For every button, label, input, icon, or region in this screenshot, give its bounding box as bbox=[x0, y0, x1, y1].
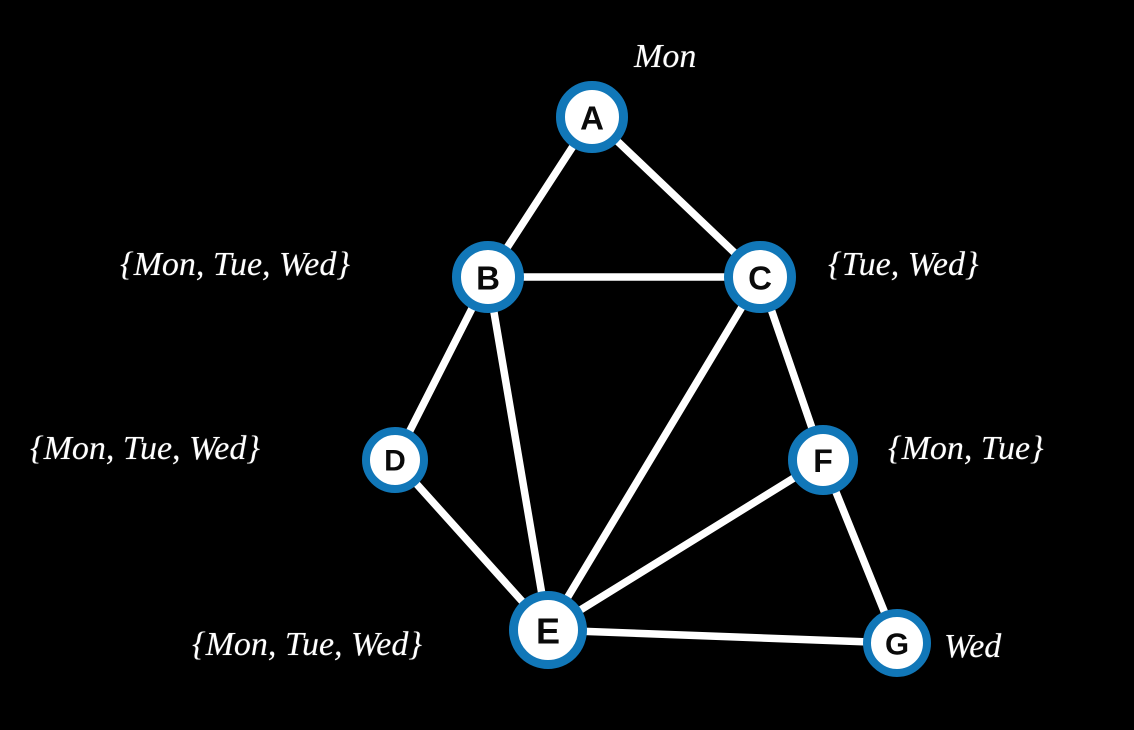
node-label-b: B bbox=[476, 260, 500, 297]
node-d[interactable]: D bbox=[362, 427, 428, 493]
node-circle-c bbox=[724, 241, 796, 313]
node-a[interactable]: A bbox=[556, 81, 628, 153]
node-circle-e bbox=[509, 591, 587, 669]
edge-e-f bbox=[544, 456, 827, 634]
node-label-f: F bbox=[813, 443, 833, 479]
domain-label-a: Mon bbox=[634, 38, 697, 75]
node-label-e: E bbox=[536, 611, 560, 652]
edge-b-e bbox=[484, 273, 552, 634]
node-circle-f bbox=[788, 425, 858, 495]
node-circle-a bbox=[556, 81, 628, 153]
node-e[interactable]: E bbox=[509, 591, 587, 669]
domain-label-f: {Mon, Tue} bbox=[888, 430, 1044, 467]
node-circle-d bbox=[362, 427, 428, 493]
node-label-a: A bbox=[580, 100, 604, 137]
node-label-c: C bbox=[748, 260, 772, 297]
node-circle-g bbox=[863, 609, 931, 677]
node-g[interactable]: G bbox=[863, 609, 931, 677]
node-b[interactable]: B bbox=[452, 241, 524, 313]
node-circle-b bbox=[452, 241, 524, 313]
node-c[interactable]: C bbox=[724, 241, 796, 313]
edge-e-g bbox=[544, 626, 901, 647]
node-label-g: G bbox=[885, 627, 909, 662]
domain-label-g: Wed bbox=[944, 628, 1002, 665]
edges-layer bbox=[391, 113, 901, 647]
edge-a-c bbox=[588, 113, 764, 281]
domain-label-c: {Tue, Wed} bbox=[828, 246, 979, 283]
nodes-layer: A B C D E F G bbox=[362, 81, 931, 677]
node-label-d: D bbox=[384, 445, 406, 478]
domain-label-d: {Mon, Tue, Wed} bbox=[30, 430, 260, 467]
edge-c-e bbox=[544, 273, 764, 634]
domain-label-e: {Mon, Tue, Wed} bbox=[192, 626, 422, 663]
domain-label-b: {Mon, Tue, Wed} bbox=[120, 246, 350, 283]
node-f[interactable]: F bbox=[788, 425, 858, 495]
